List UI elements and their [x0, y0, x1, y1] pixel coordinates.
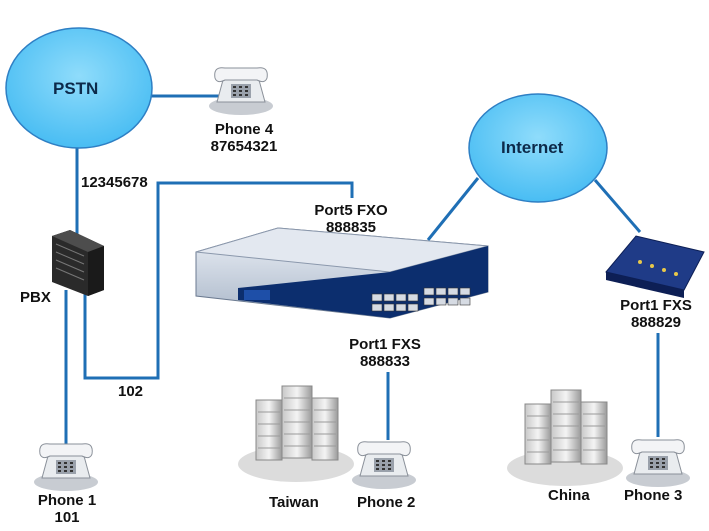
gateway-fxo-label: Port5 FXO 888835 — [296, 202, 406, 236]
remote-device-icon — [605, 235, 705, 298]
pbx-icon — [52, 230, 104, 296]
phone2-icon — [351, 441, 417, 490]
link-gateway-internet — [426, 177, 480, 241]
phone3-label: Phone 3 — [624, 487, 683, 504]
phone1-name: Phone 1 — [37, 492, 97, 509]
phone4-label: Phone 4 87654321 — [198, 121, 290, 155]
china-building-icon — [506, 389, 624, 487]
gateway-fxs-number: 888833 — [359, 353, 411, 370]
gateway-fxo-number: 888835 — [325, 219, 377, 236]
internet-label: Internet — [501, 138, 564, 157]
phone3-icon — [625, 439, 691, 488]
phone1-number: 101 — [54, 509, 80, 526]
phone1-label: Phone 1 101 — [24, 492, 110, 526]
gateway-device-icon — [195, 227, 489, 319]
pstn-label: PSTN — [53, 79, 99, 98]
gateway-fxs-label: Port1 FXS 888833 — [330, 336, 440, 370]
internet-cloud — [468, 93, 608, 203]
taiwan-building-icon — [237, 385, 355, 483]
link-pbx-gateway-lower — [83, 181, 354, 380]
pbx-gateway-link-number: 102 — [118, 383, 144, 400]
pstn-cloud — [5, 27, 153, 149]
remote-fxs-label: Port1 FXS 888829 — [601, 297, 709, 331]
phone4-name: Phone 4 — [214, 121, 274, 138]
china-label: China — [548, 487, 590, 504]
phone1-icon — [33, 443, 99, 492]
gateway-fxs-port: Port1 FXS — [349, 336, 421, 353]
phone4-icon — [208, 67, 274, 116]
gateway-fxo-port: Port5 FXO — [314, 202, 388, 219]
taiwan-label: Taiwan — [269, 494, 319, 511]
phone4-number: 87654321 — [210, 138, 278, 155]
link-internet-remote — [593, 179, 642, 233]
pbx-label: PBX — [20, 289, 51, 306]
pstn-pbx-link-number: 12345678 — [81, 174, 148, 191]
network-links — [64, 94, 660, 445]
phone2-label: Phone 2 — [357, 494, 416, 511]
remote-fxs-port: Port1 FXS — [620, 297, 692, 314]
remote-fxs-number: 888829 — [630, 314, 682, 331]
